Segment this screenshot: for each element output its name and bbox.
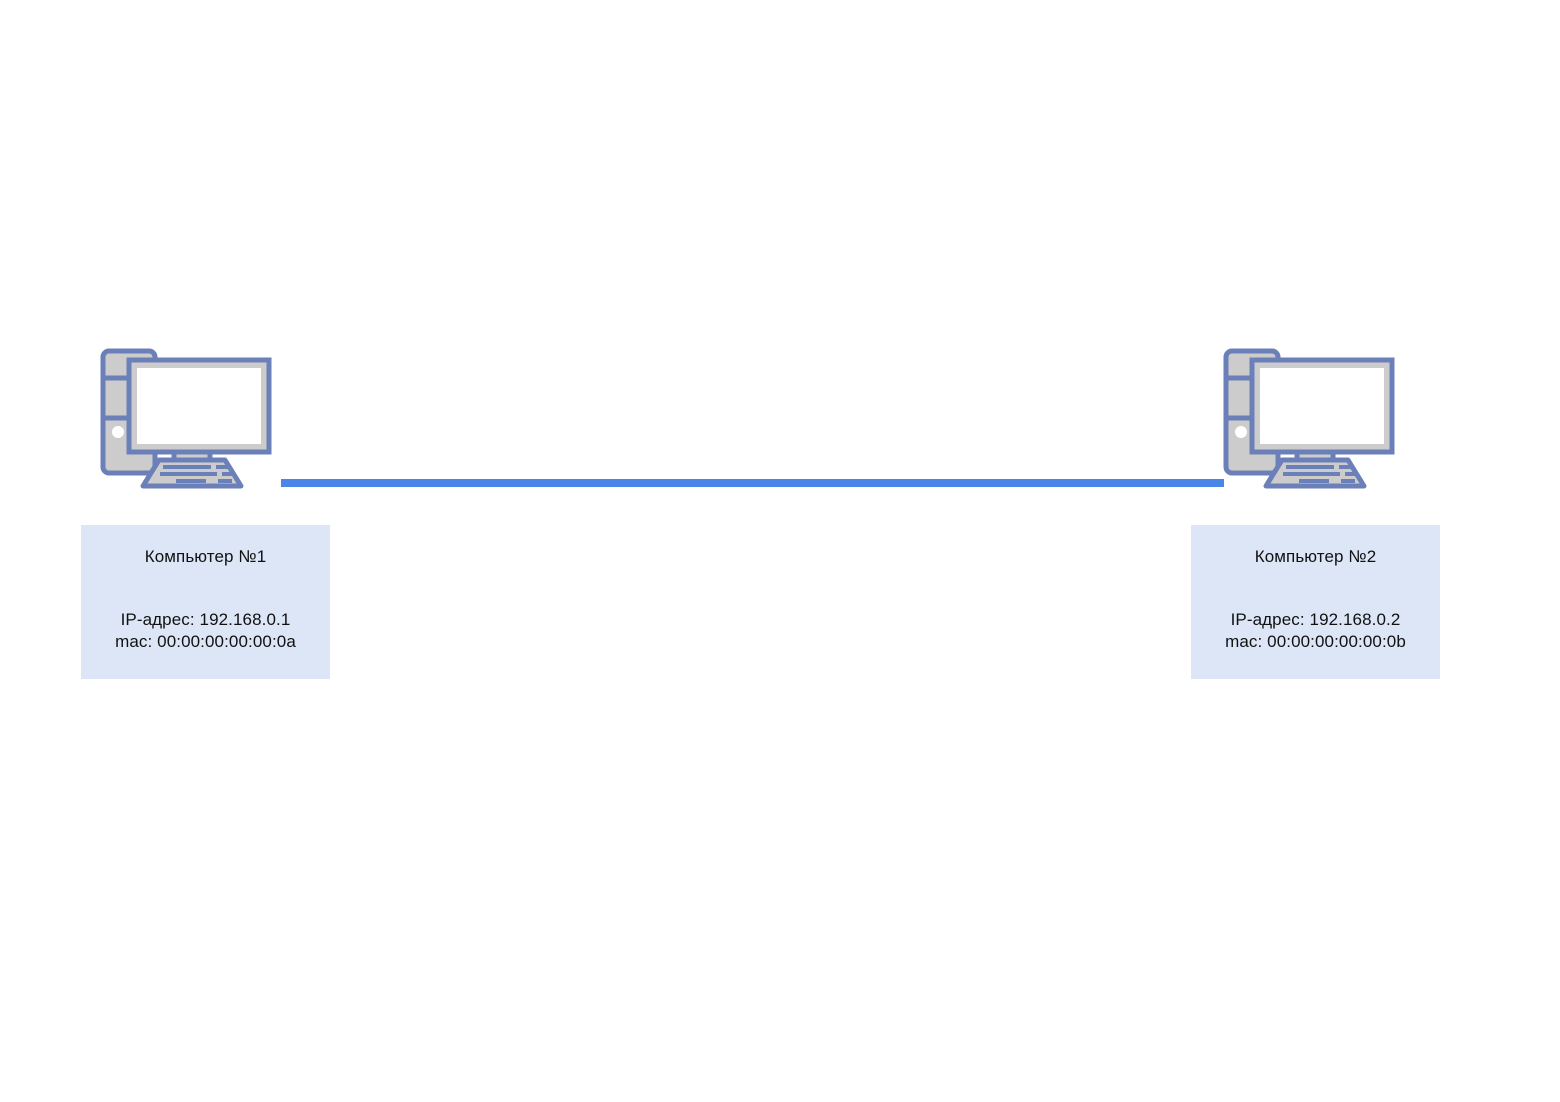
- mac-address-line: mac: 00:00:00:00:00:0a: [115, 632, 296, 651]
- ip-address-line: IP-адрес: 192.168.0.1: [120, 610, 291, 629]
- ethernet-link: [281, 479, 1224, 487]
- computer-info-card: Компьютер №2 IP-адрес: 192.168.0.2 mac: …: [1191, 525, 1440, 679]
- ip-address-line: IP-адрес: 192.168.0.2: [1230, 610, 1401, 629]
- desktop-computer-icon: [81, 348, 326, 498]
- computer-details: IP-адрес: 192.168.0.2 mac: 00:00:00:00:0…: [1191, 609, 1440, 653]
- computer-node-2[interactable]: Компьютер №2 IP-адрес: 192.168.0.2 mac: …: [1191, 348, 1440, 679]
- computer-node-1[interactable]: Компьютер №1 IP-адрес: 192.168.0.1 mac: …: [81, 348, 330, 679]
- computer-title: Компьютер №2: [1254, 547, 1377, 566]
- computer-details: IP-адрес: 192.168.0.1 mac: 00:00:00:00:0…: [81, 609, 330, 653]
- desktop-computer-icon: [1191, 348, 1436, 498]
- mac-address-line: mac: 00:00:00:00:00:0b: [1225, 632, 1406, 651]
- computer-title: Компьютер №1: [144, 547, 267, 566]
- computer-info-card: Компьютер №1 IP-адрес: 192.168.0.1 mac: …: [81, 525, 330, 679]
